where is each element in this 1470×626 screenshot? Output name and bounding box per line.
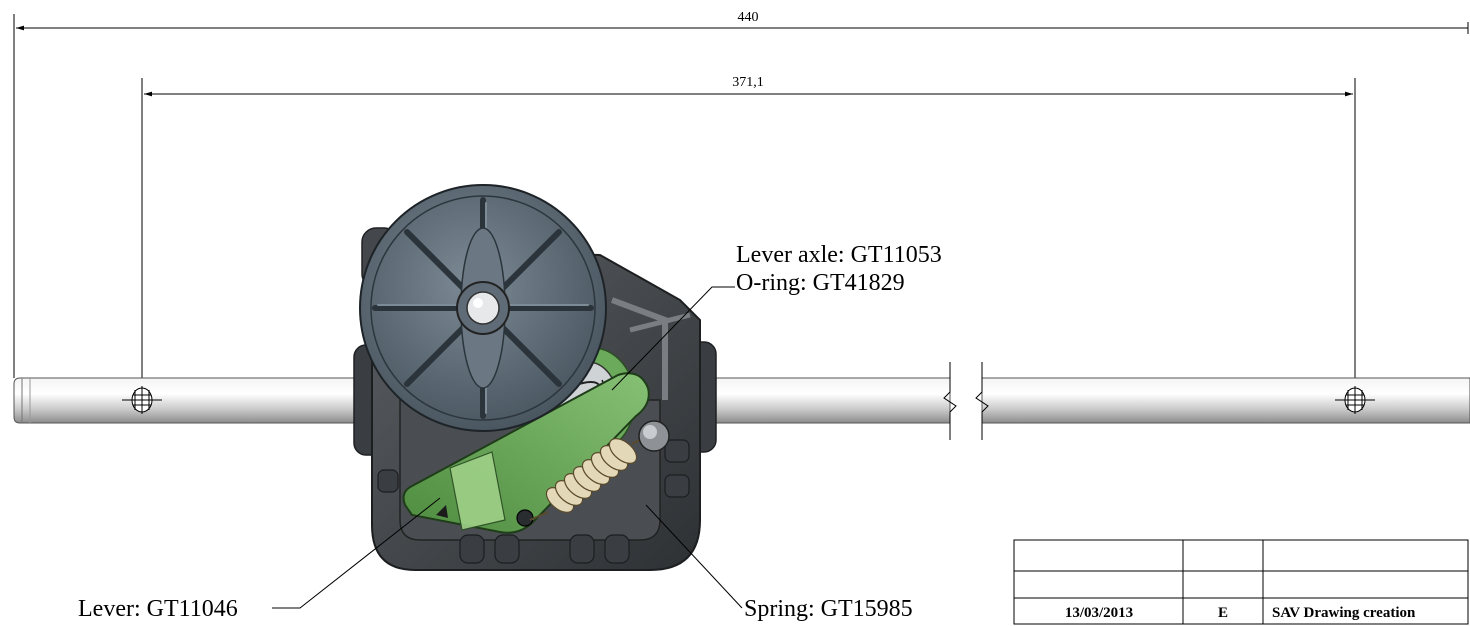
dimension-overall-label: 440 <box>738 10 759 25</box>
pulley <box>359 184 607 432</box>
callout-spring: Spring: GT15985 <box>645 504 913 622</box>
callout-lever-label: Lever: GT11046 <box>78 596 238 622</box>
callout-spring-label: Spring: GT15985 <box>744 596 913 622</box>
title-block: 13/03/2013 E SAV Drawing creation <box>1013 539 1469 625</box>
title-block-rev: E <box>1218 605 1228 621</box>
lever-part <box>402 372 650 534</box>
shaft <box>13 362 1470 440</box>
title-block-date: 13/03/2013 <box>1065 605 1133 621</box>
dimension-holes-label: 371,1 <box>732 75 764 90</box>
shaft-hole-left <box>122 386 162 414</box>
title-block-desc: SAV Drawing creation <box>1272 605 1416 621</box>
shaft-hole-right <box>1335 386 1375 414</box>
dimension-overall: 440 <box>13 10 1469 378</box>
dimension-holes: 371,1 <box>141 75 1356 403</box>
spring-part <box>529 420 670 521</box>
housing-bottom-ribs <box>459 534 630 564</box>
callout-lever-axle: Lever axle: GT11053 O-ring: GT41829 <box>611 242 942 391</box>
callout-o-ring-label: O-ring: GT41829 <box>736 270 905 296</box>
shaft-break-symbol <box>943 362 989 440</box>
callout-lever: Lever: GT11046 <box>78 497 441 622</box>
callout-lever-axle-label: Lever axle: GT11053 <box>736 242 942 268</box>
